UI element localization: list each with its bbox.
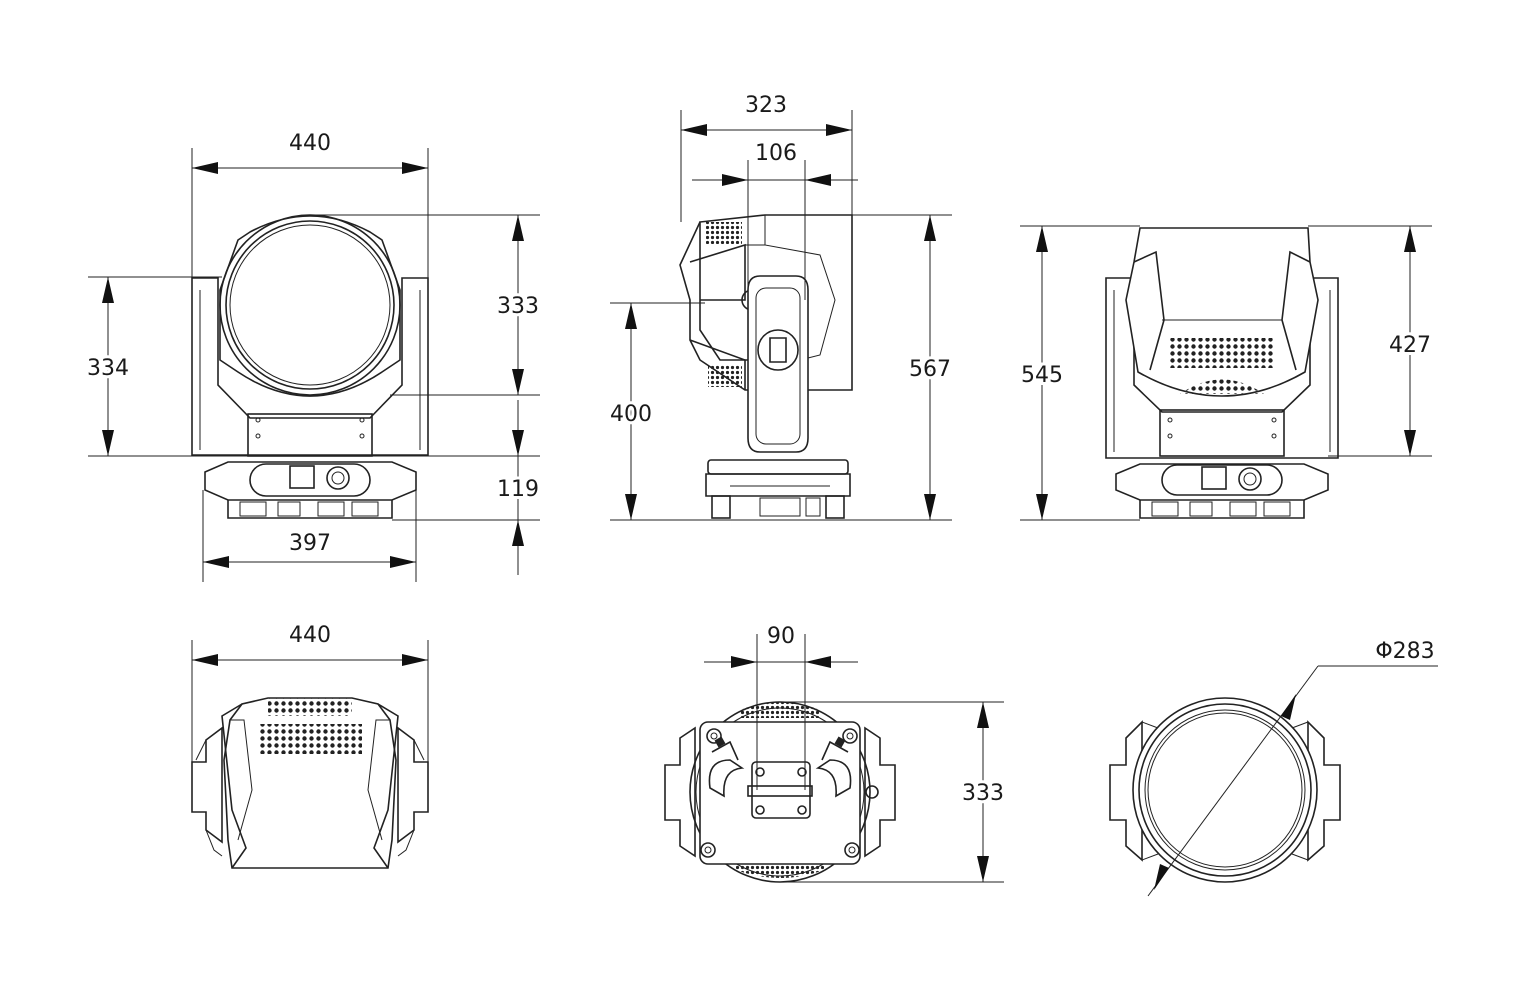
side-height-label: 567 [909, 357, 951, 382]
side-width-label: 323 [745, 93, 787, 118]
bottom-bracket-width-label: 90 [767, 624, 795, 649]
bottom-view: 90 333 [664, 624, 1007, 883]
side-mount-width-label: 106 [755, 141, 797, 166]
top-width-label: 440 [289, 623, 331, 648]
rear-head-height-label: 427 [1389, 333, 1431, 358]
front-base-width-label: 397 [289, 531, 331, 556]
side-yoke-height-label: 400 [610, 402, 652, 427]
lens-view: Φ283 [1109, 639, 1438, 897]
lens-diameter-label: Φ283 [1375, 639, 1434, 664]
side-view: 323 106 567 400 [607, 93, 954, 521]
front-width-label: 440 [289, 131, 331, 156]
front-head-height-label: 333 [497, 294, 539, 319]
rear-view: 545 427 [1018, 225, 1434, 521]
front-base-height-label: 119 [497, 477, 539, 502]
top-view: 440 [191, 623, 429, 869]
rear-height-label: 545 [1021, 363, 1063, 388]
bottom-height-label: 333 [962, 781, 1004, 806]
front-height-left-label: 334 [87, 356, 129, 381]
front-view: 440 334 333 119 397 [84, 131, 542, 582]
